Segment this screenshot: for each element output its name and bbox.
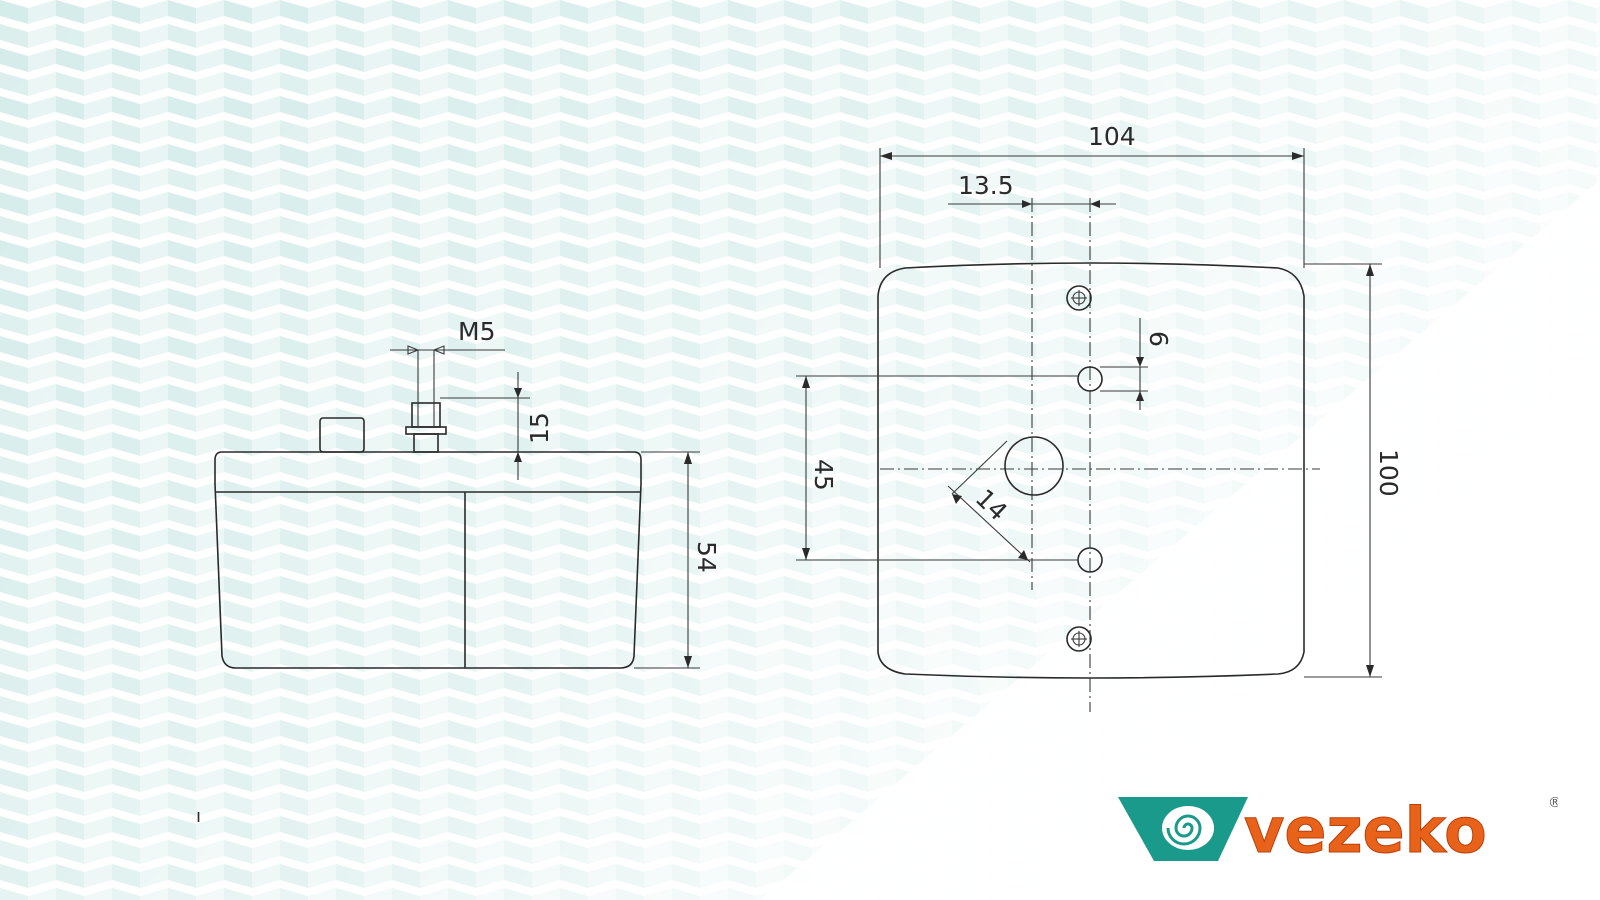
offset-label: 13.5 — [958, 171, 1014, 200]
mounting-boss — [319, 417, 365, 453]
stud-nut — [411, 402, 441, 428]
vezeko-logo: vezeko ® — [1118, 795, 1558, 865]
vezeko-emblem-icon — [1118, 797, 1248, 861]
lamp-front-outline — [877, 262, 1305, 679]
width-label: 104 — [1088, 122, 1136, 151]
top-screw-icon — [1066, 285, 1092, 311]
hole-spacing-label: 45 — [809, 459, 838, 491]
upper-mount-hole — [1077, 366, 1103, 392]
m5-label: M5 — [458, 317, 495, 346]
stud-height-label: 15 — [525, 412, 554, 444]
depth-label: 54 — [692, 541, 721, 573]
hole-diameter-label: 6 — [1144, 331, 1173, 347]
registered-mark: ® — [1548, 795, 1558, 811]
cable-hole-label: 14 — [970, 483, 1013, 526]
bottom-screw-icon — [1066, 626, 1092, 652]
brand-name: vezeko — [1244, 795, 1487, 865]
cable-hole — [1004, 436, 1064, 496]
stud-washer — [405, 426, 447, 435]
side-view: M5 15 54 — [214, 317, 721, 669]
footer-mark: ı — [196, 806, 201, 827]
stud-base — [413, 433, 439, 453]
height-label: 100 — [1374, 449, 1403, 497]
front-view: 104 13.5 6 4 — [796, 122, 1403, 712]
lamp-housing-body — [214, 451, 642, 669]
cable-hole-dim-line — [947, 485, 1031, 563]
